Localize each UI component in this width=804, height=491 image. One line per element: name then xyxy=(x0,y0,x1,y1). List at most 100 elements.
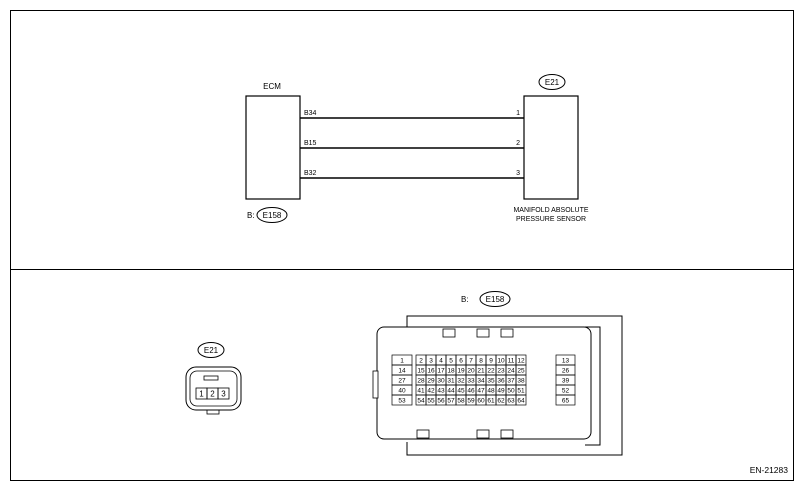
e158-pin-label: 56 xyxy=(437,398,445,405)
e158-pin-label: 26 xyxy=(562,368,570,375)
sensor-name-line2: PRESSURE SENSOR xyxy=(516,216,586,223)
e21-latch xyxy=(203,375,219,381)
e158-pin-label: 55 xyxy=(427,398,435,405)
e158-pin-label: 61 xyxy=(487,398,495,405)
e158-pin-label: 28 xyxy=(417,378,425,385)
section-divider xyxy=(10,269,794,270)
e158-pin-label: 45 xyxy=(457,388,465,395)
e158-pin-label: 63 xyxy=(507,398,515,405)
e158-connector-id: E158 xyxy=(486,295,505,304)
wire-3-sensor-terminal: 3 xyxy=(516,170,520,177)
e158-pin-label: 17 xyxy=(437,368,445,375)
e158-pin-label: 60 xyxy=(477,398,485,405)
e158-pin-label: 3 xyxy=(429,358,433,365)
wire-1: B34 1 xyxy=(300,110,524,119)
e158-pin-label: 38 xyxy=(517,378,525,385)
e158-pin-label: 65 xyxy=(562,398,570,405)
e158-pin-label: 48 xyxy=(487,388,495,395)
e158-pin-label: 58 xyxy=(457,398,465,405)
e158-pin-label: 29 xyxy=(427,378,435,385)
e21-pin-label: 2 xyxy=(210,390,215,399)
diagram-frame xyxy=(10,10,794,481)
e158-pin-label: 33 xyxy=(467,378,475,385)
sensor-name-line1: MANIFOLD ABSOLUTE xyxy=(513,207,588,214)
wire-1-sensor-terminal: 1 xyxy=(516,110,520,117)
e158-pin-label: 13 xyxy=(562,358,570,365)
e158-pin-label: 24 xyxy=(507,368,515,375)
e158-pin-label: 34 xyxy=(477,378,485,385)
e158-bottom-tab xyxy=(416,429,430,439)
e158-bottom-tab xyxy=(500,429,514,439)
wire-2-ecm-terminal: B15 xyxy=(304,140,317,147)
e158-pin-label: 23 xyxy=(497,368,505,375)
e158-pin-label: 64 xyxy=(517,398,525,405)
e158-pin-label: 53 xyxy=(398,398,406,405)
e158-pin-label: 21 xyxy=(477,368,485,375)
e21-pin-label: 1 xyxy=(199,390,204,399)
e158-pin-label: 54 xyxy=(417,398,425,405)
e158-pin-label: 20 xyxy=(467,368,475,375)
e158-pin-label: 47 xyxy=(477,388,485,395)
e158-top-tab xyxy=(500,328,514,338)
sensor-connector-ellipse xyxy=(538,74,566,90)
e158-pin-label: 11 xyxy=(508,358,515,365)
e158-pin-label: 32 xyxy=(457,378,465,385)
e158-pin-label: 15 xyxy=(417,368,425,375)
ecm-connector-ellipse xyxy=(256,207,288,223)
ecm-label: ECM xyxy=(263,82,281,91)
ecm-box xyxy=(245,95,301,200)
e158-pin-label: 8 xyxy=(479,358,483,365)
ecm-connector-id: E158 xyxy=(263,211,282,220)
sensor-box xyxy=(523,95,579,200)
e158-connector-prefix: B: xyxy=(461,295,469,304)
e21-connector-ellipse xyxy=(197,342,225,358)
e21-connector-id: E21 xyxy=(204,346,219,355)
e158-pin-label: 7 xyxy=(469,358,473,365)
e158-right-column: 13 26 39 52 65 xyxy=(555,354,576,406)
e21-pin-box xyxy=(217,387,230,400)
e158-pin-label: 51 xyxy=(517,388,525,395)
figure-code: EN-21283 xyxy=(750,465,789,475)
e158-pin-label: 12 xyxy=(517,358,525,365)
e158-pin-label: 42 xyxy=(427,388,435,395)
e158-pin-label: 1 xyxy=(400,358,404,365)
e158-pin-label: 62 xyxy=(497,398,505,405)
e158-top-tab xyxy=(476,328,490,338)
e158-pin-label: 39 xyxy=(562,378,570,385)
e158-pin-label: 40 xyxy=(398,388,406,395)
e158-pin-label: 30 xyxy=(437,378,445,385)
e158-top-tab xyxy=(442,328,456,338)
sensor-connector-id: E21 xyxy=(545,78,560,87)
wire-3: B32 3 xyxy=(300,170,524,179)
e158-pin-label: 25 xyxy=(517,368,525,375)
e21-pin-label: 3 xyxy=(221,390,226,399)
e158-connector-ellipse xyxy=(479,291,511,307)
e158-pin-label: 5 xyxy=(449,358,453,365)
e158-pin-label: 2 xyxy=(419,358,423,365)
e158-pin-label: 37 xyxy=(507,378,515,385)
e158-pin-label: 6 xyxy=(459,358,463,365)
e158-pin-label: 46 xyxy=(467,388,475,395)
e158-pin-label: 50 xyxy=(507,388,515,395)
e158-side-lock xyxy=(585,326,601,446)
e158-rear-shell xyxy=(406,315,623,456)
e158-pin-label: 9 xyxy=(489,358,493,365)
e158-pin-label: 59 xyxy=(467,398,475,405)
e158-pin-label: 41 xyxy=(417,388,425,395)
e158-pin-label: 27 xyxy=(398,378,406,385)
wire-1-ecm-terminal: B34 xyxy=(304,110,317,117)
e158-pin-cell xyxy=(515,394,527,406)
e21-bottom-tab xyxy=(206,409,220,415)
e158-pin-label: 52 xyxy=(562,388,570,395)
e158-pin-label: 31 xyxy=(447,378,455,385)
e21-housing-inner xyxy=(189,370,238,407)
e158-pin-cell xyxy=(555,394,576,406)
e158-pin-label: 35 xyxy=(487,378,495,385)
e21-connector: E21 1 2 3 xyxy=(185,342,242,415)
e158-pin-label: 10 xyxy=(497,358,505,365)
e158-pin-label: 4 xyxy=(439,358,443,365)
